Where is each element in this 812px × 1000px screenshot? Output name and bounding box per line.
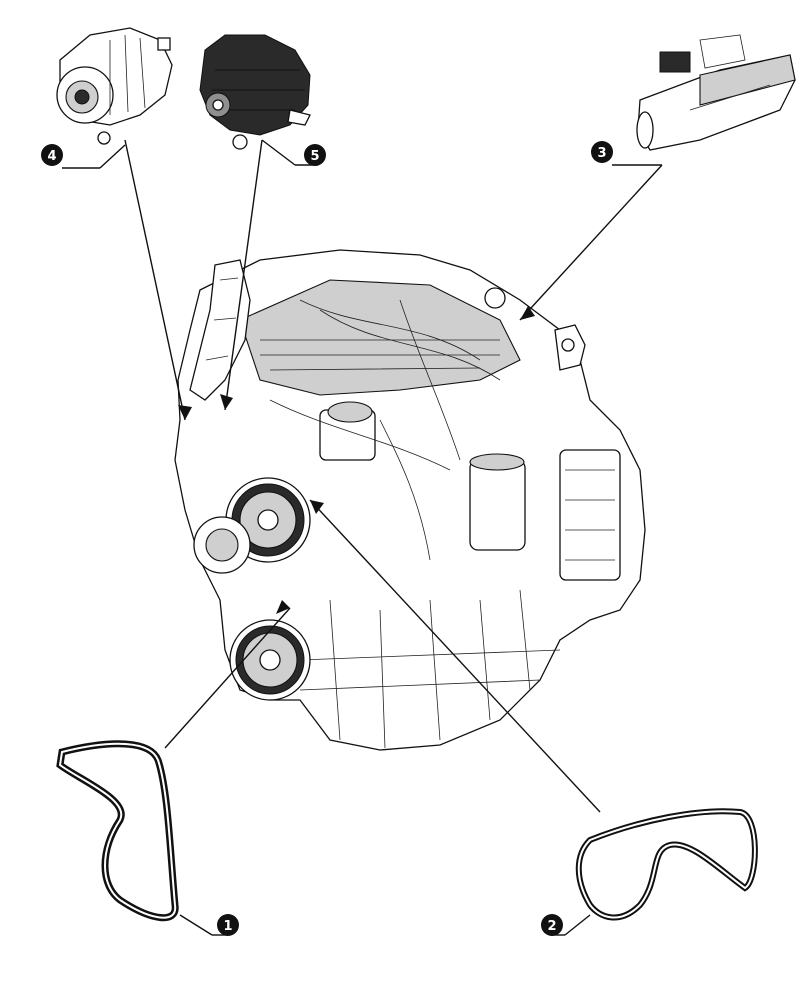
leader-line-4 — [124, 139, 186, 421]
arrowhead-5 — [220, 394, 233, 410]
callout-2: 2 — [541, 914, 563, 936]
callout-badge — [304, 144, 326, 166]
callout-number: 2 — [547, 919, 556, 934]
callout-badge — [217, 914, 239, 936]
leader-line-5 — [224, 139, 263, 411]
callout-number: 5 — [310, 149, 319, 164]
starter-motor — [636, 34, 796, 151]
callout-5: 5 — [304, 144, 326, 166]
arrowhead-1 — [276, 600, 290, 614]
callout-badge — [41, 144, 63, 166]
arrowhead-2 — [310, 500, 324, 514]
callout-4: 4 — [41, 144, 63, 166]
leader-line-3 — [519, 164, 663, 321]
alternator-a — [56, 27, 173, 145]
alternator-b — [199, 34, 311, 150]
belt-large — [575, 808, 758, 921]
leader-line-1 — [164, 607, 291, 749]
callout-number: 4 — [47, 149, 56, 164]
callout-number: 1 — [223, 919, 232, 934]
callout-1: 1 — [217, 914, 239, 936]
leader-lines — [62, 139, 663, 936]
arrowhead-4 — [178, 405, 192, 420]
callout-badge — [591, 141, 613, 163]
callout-3: 3 — [591, 141, 613, 163]
engine-assembly — [174, 249, 646, 751]
leader-line-2 — [309, 499, 601, 813]
arrowhead-3 — [520, 306, 535, 320]
belt-small — [56, 740, 179, 922]
callout-badge — [541, 914, 563, 936]
callout-number: 3 — [597, 146, 606, 161]
